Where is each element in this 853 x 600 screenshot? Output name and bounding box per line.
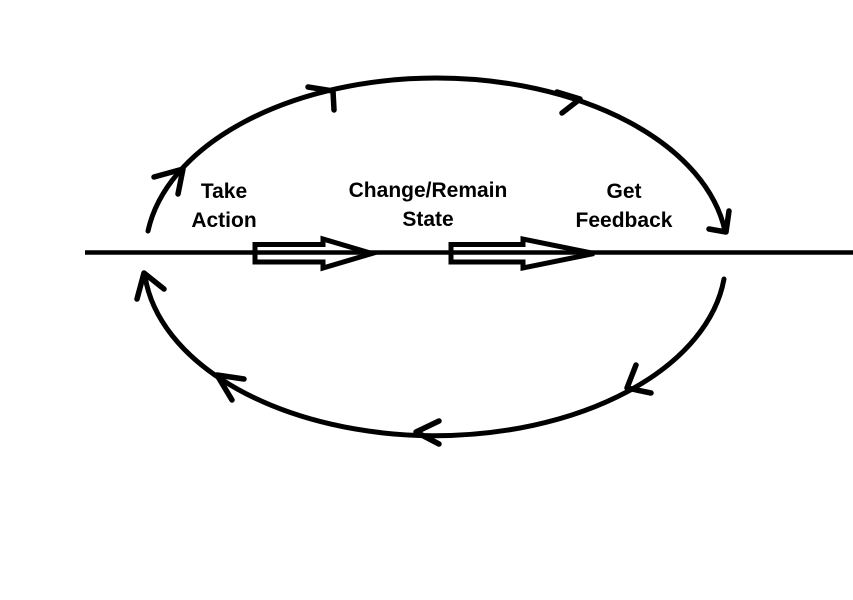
block-arrow-take-action-to-state-icon	[252, 235, 381, 272]
block-arrow-state-to-feedback-icon	[448, 235, 595, 272]
cycle-top-arc	[145, 75, 728, 234]
cycle-arrowhead-bottom-icon	[413, 418, 442, 447]
cycle-arrowhead-upper-left-icon	[151, 166, 186, 197]
cycle-arrowhead-top-left-icon	[305, 84, 337, 113]
cycle-arrowhead-bottom-left-icon	[214, 372, 247, 403]
label-take-action-line1: Take	[201, 180, 247, 203]
label-change-remain-state-line1: Change/Remain	[349, 179, 508, 202]
cycle-arrowhead-right-icon	[706, 208, 732, 235]
cycle-bottom-arc	[142, 273, 727, 439]
cycle-arrowhead-bottom-right-icon	[624, 362, 654, 396]
cycle-arrowhead-left-icon	[134, 270, 167, 302]
label-change-remain-state-line2: State	[402, 208, 453, 231]
label-get-feedback-line1: Get	[606, 180, 641, 203]
label-get-feedback-line2: Feedback	[576, 209, 673, 232]
cycle-arrowhead-top-right-icon	[554, 89, 583, 116]
label-take-action-line2: Action	[191, 209, 256, 232]
